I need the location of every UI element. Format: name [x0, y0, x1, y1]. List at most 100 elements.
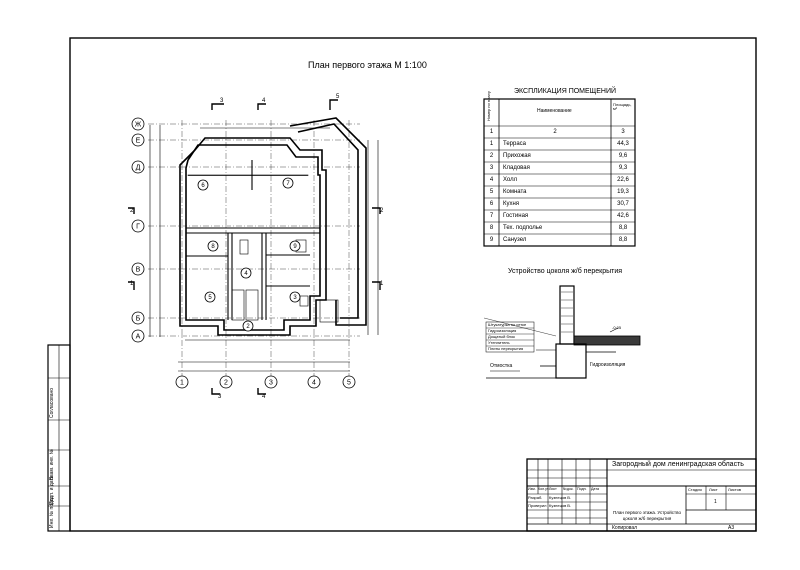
svg-text:А: А	[136, 334, 141, 341]
stamp-role-label: Проверил	[528, 503, 547, 508]
table-cell-number: 1	[489, 141, 494, 147]
table-cell-area: 42,6	[617, 213, 629, 219]
stamp-column-header: Лист	[549, 487, 557, 491]
table-cell-name: Гостиная	[503, 213, 529, 219]
axis-x-markers: 1 2 3 4 5	[175, 375, 356, 389]
detail-level-label: -0,05	[612, 325, 622, 330]
stamp-column-header: Кол.уч	[538, 487, 549, 491]
table-cell-name: Прихожая	[503, 153, 531, 159]
room-number-bubble-2: 2	[242, 320, 254, 332]
header-room-number: Номер по плану	[486, 91, 491, 121]
room-number-bubble-3: 3	[289, 291, 301, 303]
room-number-bubble-6: 6	[197, 179, 209, 191]
svg-text:2: 2	[224, 380, 228, 387]
table-cell-name: Кухня	[503, 201, 520, 207]
axis-y-bubble-0: Ж	[131, 117, 145, 131]
svg-text:5: 5	[347, 380, 351, 387]
table-cell-area: 22,6	[617, 177, 629, 183]
svg-text:Е: Е	[136, 138, 141, 145]
svg-text:Ж: Ж	[135, 122, 142, 129]
section-mark-label: 4	[262, 98, 266, 104]
table-cell-name: Комната	[503, 189, 527, 195]
section-mark-label: 4	[262, 394, 266, 400]
svg-text:Д: Д	[136, 165, 141, 172]
stamp-copied: Копировал	[612, 525, 638, 531]
detail-title: Устройство цоколя ж/б перекрытия	[508, 268, 623, 275]
table-cell-area: 44,3	[617, 141, 629, 147]
fixtures	[187, 174, 339, 323]
side-stamp-label: Согласовано	[49, 387, 55, 418]
table-cell-name: Кладовая	[503, 165, 530, 171]
svg-text:4: 4	[312, 380, 316, 387]
outer-walls	[179, 117, 367, 336]
table-cell-area: 30,7	[617, 201, 629, 207]
stamp-stage-header: Лист	[709, 487, 718, 492]
detail-layer-label: Плиты перекрытия	[488, 346, 524, 351]
svg-text:Г: Г	[136, 224, 140, 231]
stamp-stage-header: Стадия	[688, 487, 702, 492]
stamp-sheet-number: 1	[714, 499, 717, 505]
header-room-name: Наименование	[537, 108, 572, 114]
table-cell-number: 4	[489, 177, 494, 183]
table-cell-area: 8,8	[618, 225, 628, 231]
room-number-bubble-8: 8	[207, 240, 219, 252]
stamp-format: А3	[728, 525, 735, 531]
floor-plan	[128, 99, 381, 395]
axis-x-bubble-3: 4	[307, 375, 321, 389]
svg-text:2: 2	[246, 324, 250, 330]
table-cell-number: 6	[489, 201, 494, 207]
detail-layer-label: Дощатый блок	[488, 334, 515, 339]
side-stamp-label: Инв. № подл.	[49, 496, 55, 528]
table-cell-name: Тех. подполье	[503, 225, 543, 231]
stamp-column-header: Изм.	[528, 487, 536, 491]
stamp-column-header: №док.	[563, 487, 574, 491]
svg-text:3: 3	[293, 295, 297, 301]
axis-y-bubble-5: Б	[131, 311, 145, 325]
axis-x-bubble-0: 1	[175, 375, 189, 389]
stamp-role-label: Разраб.	[528, 495, 543, 500]
header-room-area: Площадь, м²	[613, 102, 632, 111]
table-cell-name: Терраса	[503, 141, 527, 147]
section-mark-label: 3	[220, 98, 224, 104]
svg-text:6: 6	[201, 183, 205, 189]
detail-right-label: Гидроизоляция	[590, 362, 626, 368]
svg-text:3: 3	[269, 380, 273, 387]
foundation-detail	[483, 285, 641, 379]
table-cell-number: 3	[489, 165, 494, 171]
svg-text:В: В	[136, 267, 141, 274]
section-mark-label: 3	[218, 394, 222, 400]
svg-text:1: 1	[180, 380, 184, 387]
title-block	[47, 344, 757, 532]
table-cell-area: 9,3	[618, 165, 628, 171]
table-index-cell: 1	[489, 129, 494, 135]
axis-y-bubble-3: Г	[131, 219, 145, 233]
detail-layer-label: Утеплитель	[488, 340, 510, 345]
detail-layer-label: Гидроизоляция	[488, 328, 517, 333]
table-cell-name: Холл	[503, 177, 518, 183]
table-cell-area: 8,8	[618, 237, 628, 243]
svg-text:9: 9	[293, 244, 297, 250]
axis-x-bubble-2: 3	[264, 375, 278, 389]
dimension-lines	[149, 125, 379, 372]
table-cell-number: 5	[489, 189, 494, 195]
stamp-project: Загородный дом ленинградская область	[612, 461, 744, 468]
section-mark-label: 5	[336, 94, 340, 100]
axis-y-markers: Ж Е Д Г В Б А	[131, 117, 145, 343]
table-cell-area: 9,6	[618, 153, 628, 159]
svg-text:Б: Б	[136, 316, 141, 323]
stamp-column-header: Подп.	[577, 487, 587, 491]
room-number-bubble-9: 9	[289, 240, 301, 252]
section-cuts	[128, 99, 381, 395]
table-cell-number: 2	[489, 153, 494, 159]
svg-text:4: 4	[244, 271, 248, 277]
axis-y-bubble-6: А	[131, 329, 145, 343]
table-cell-name: Санузел	[503, 237, 527, 243]
room-number-bubble-4: 4	[240, 267, 252, 279]
table-cell-number: 9	[489, 237, 494, 243]
section-mark-label: 1	[130, 281, 134, 287]
table-cell-number: 7	[489, 213, 494, 219]
sheet-frame	[69, 37, 757, 532]
